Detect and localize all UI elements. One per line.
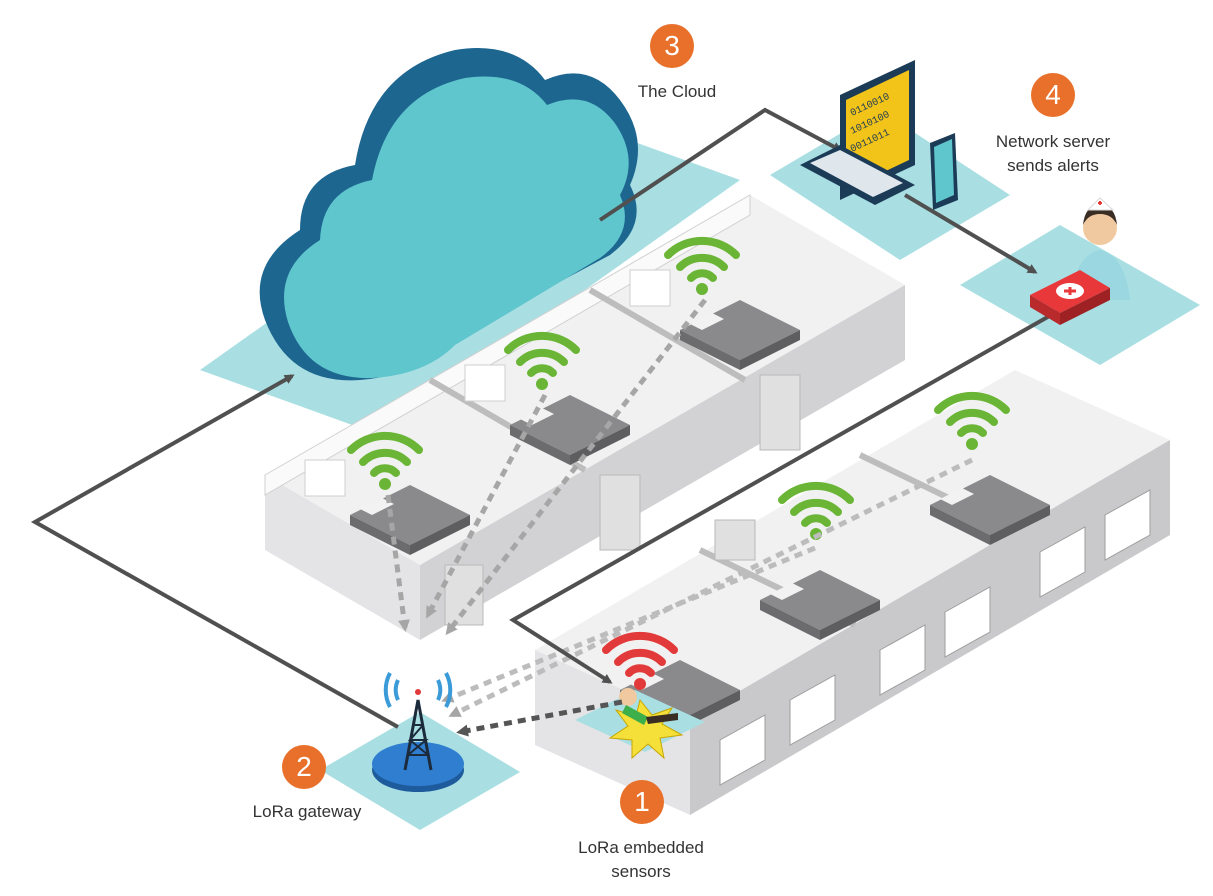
radio-tower-icon	[372, 672, 464, 792]
server-to-alert-arrow	[903, 193, 1038, 274]
sensor-label-line2: sensors	[611, 862, 671, 881]
alert-to-sensor-arrow	[509, 308, 1061, 684]
step-badge-2: 2	[282, 745, 326, 789]
cloud-label-text: The Cloud	[637, 82, 717, 101]
step-badge-4: 4	[1031, 73, 1075, 117]
signal-arrow	[441, 545, 816, 703]
first-aid-kit-icon	[1030, 270, 1110, 325]
gateway-label-text: LoRa gateway	[252, 802, 362, 821]
cloud-icon	[259, 48, 638, 381]
server-label-line2: sends alerts	[1007, 156, 1099, 175]
cloud-to-server-arrow	[598, 107, 843, 222]
gateway-label: LoRa gateway	[240, 800, 374, 824]
laptop-icon: 0110010 1010100 0011011	[800, 60, 915, 205]
server-label-line1: Network server	[995, 132, 1111, 151]
step-badge-3: 3	[650, 24, 694, 68]
front-building	[535, 370, 1170, 815]
sensor-label-line1: LoRa embedded	[578, 838, 704, 857]
fallen-person-icon	[619, 688, 678, 725]
signal-arrow	[448, 457, 974, 718]
step-badge-1: 1	[620, 780, 664, 824]
server-label: Network server sends alerts	[975, 130, 1131, 178]
gateway-to-cloud-arrow	[30, 374, 399, 729]
tablet-icon	[930, 133, 958, 210]
cloud-label: The Cloud	[620, 80, 734, 104]
sensor-label: LoRa embedded sensors	[566, 836, 716, 884]
